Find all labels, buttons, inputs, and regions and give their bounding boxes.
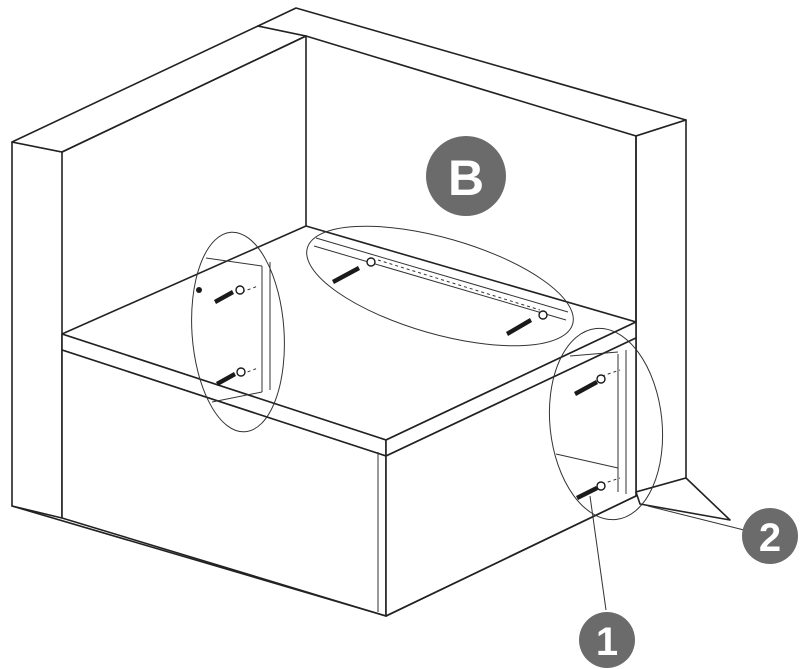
cabinet-lower-box xyxy=(11,337,637,617)
screw-icon xyxy=(332,257,376,284)
leader-line-2 xyxy=(647,505,753,533)
part-1-badge: 1 xyxy=(579,612,635,668)
detail-ellipse-left xyxy=(191,231,285,433)
part-2-badge: 2 xyxy=(742,508,798,564)
screw-icon xyxy=(576,481,606,500)
screw-set xyxy=(214,257,606,500)
cabinet-left-panel xyxy=(11,25,307,519)
screw-icon xyxy=(214,285,245,304)
detail-ellipse-right xyxy=(548,327,664,521)
base-strip xyxy=(635,477,731,521)
part-1-label: 1 xyxy=(596,620,618,664)
view-label-badge: B xyxy=(426,136,506,216)
screw-icon xyxy=(216,367,246,386)
cabinet-back-panel xyxy=(61,7,687,227)
screw-icon xyxy=(506,310,548,336)
part-2-label: 2 xyxy=(759,516,781,560)
cabinet-right-panel xyxy=(635,119,687,493)
detail-ellipse-top xyxy=(306,225,574,347)
leader-line-1 xyxy=(589,495,607,611)
view-label-text: B xyxy=(448,150,484,206)
screw-icon xyxy=(574,374,606,396)
